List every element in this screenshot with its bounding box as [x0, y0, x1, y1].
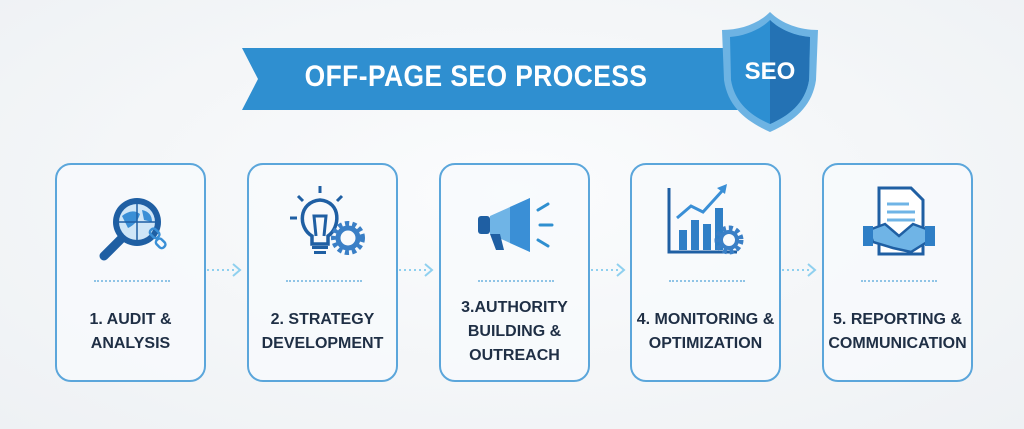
lightbulb-gear-icon [290, 186, 365, 255]
step-label: 5. REPORTING & COMMUNICATION [828, 311, 967, 352]
divider [478, 280, 554, 282]
page-title: OFF-PAGE SEO PROCESS [304, 60, 648, 93]
step-label: 3.AUTHORITY BUILDING & OUTREACH [461, 299, 568, 364]
arrow-right-icon [207, 263, 242, 277]
document-handshake-icon [863, 186, 935, 256]
seo-badge-text: SEO [744, 58, 796, 85]
title-banner [242, 48, 762, 110]
step-card-authority: 3.AUTHORITY BUILDING & OUTREACH [439, 163, 590, 382]
step-card-reporting: 5. REPORTING & COMMUNICATION [822, 163, 973, 382]
divider [669, 280, 745, 282]
step-label: 1. AUDIT & ANALYSIS [89, 311, 172, 352]
chart-gear-icon [667, 184, 744, 255]
step-label: 2. STRATEGY DEVELOPMENT [261, 311, 384, 352]
arrow-right-icon [591, 263, 626, 277]
step-card-monitoring: 4. MONITORING & OPTIMIZATION [630, 163, 781, 382]
megaphone-icon [478, 198, 554, 252]
divider [94, 280, 170, 282]
arrow-right-icon [782, 263, 817, 277]
step-card-strategy: 2. STRATEGY DEVELOPMENT [247, 163, 398, 382]
divider [286, 280, 362, 282]
seo-shield-icon [722, 12, 818, 132]
divider [861, 280, 937, 282]
step-label: 4. MONITORING & OPTIMIZATION [636, 311, 775, 352]
arrow-right-icon [399, 263, 434, 277]
magnifier-globe-link-icon [99, 198, 167, 261]
step-card-audit: 1. AUDIT & ANALYSIS [55, 163, 206, 382]
